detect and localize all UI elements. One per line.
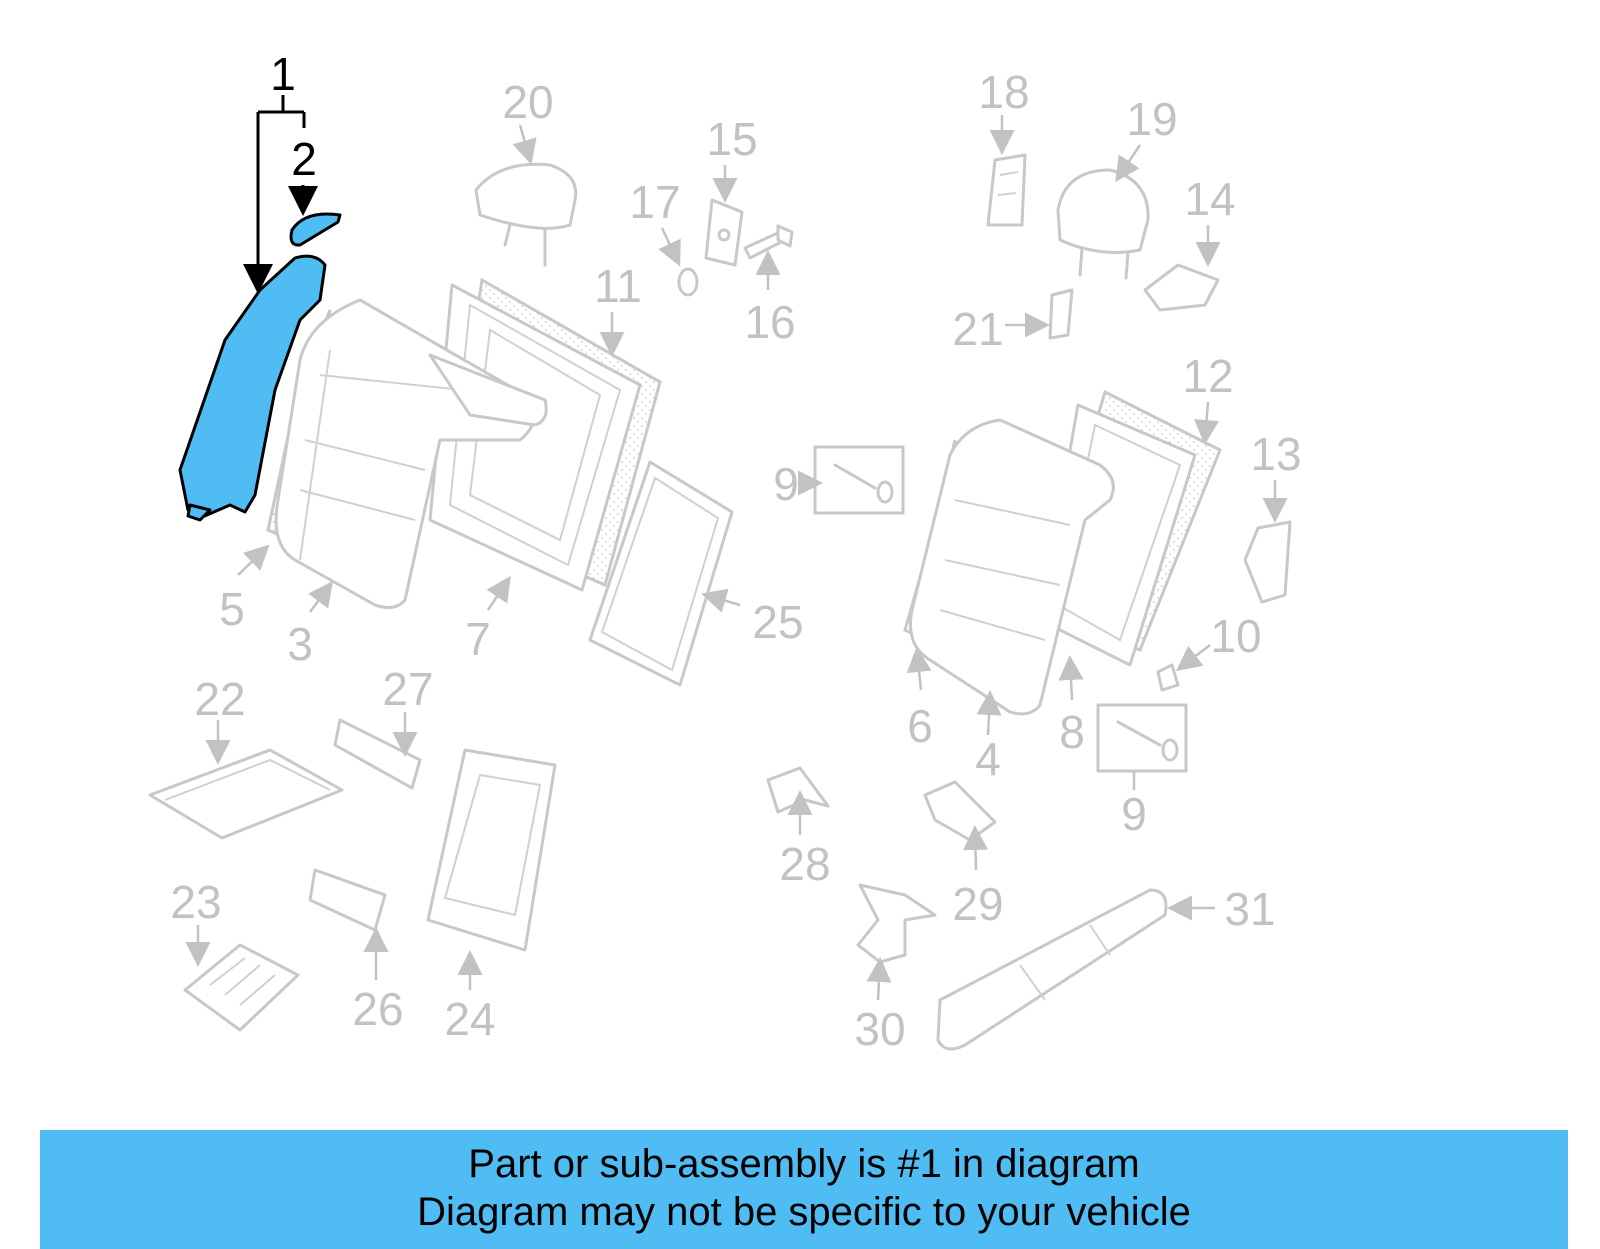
callout-21: 21: [952, 303, 1003, 355]
callout-25: 25: [752, 596, 803, 648]
seat-cover-25: [588, 460, 734, 687]
callout-8: 8: [1059, 706, 1085, 758]
callout-24: 24: [444, 993, 495, 1045]
cupholder-23: [183, 943, 300, 1032]
callout-26: 26: [352, 983, 403, 1035]
callout-28: 28: [779, 838, 830, 890]
callout-14: 14: [1184, 173, 1235, 225]
strip-27: [333, 718, 422, 790]
callout-29: 29: [952, 878, 1003, 930]
callout-18: 18: [978, 66, 1029, 118]
washer-17: [677, 267, 699, 297]
cover-14: [1143, 263, 1220, 312]
callout-9-lower: 9: [1121, 788, 1147, 840]
callout-17: 17: [629, 176, 680, 228]
callout-4: 4: [975, 733, 1001, 785]
callout-1: 1: [270, 48, 296, 100]
trim-13: [1243, 520, 1292, 604]
headrest-19: [1056, 168, 1150, 280]
trim-26: [308, 868, 387, 932]
callout-19: 19: [1126, 93, 1177, 145]
callout-13: 13: [1250, 428, 1301, 480]
cover-31: [936, 888, 1168, 1051]
guide-18: [986, 153, 1027, 227]
seat-back-cushion-3: [266, 298, 548, 610]
bolt-16: [743, 224, 794, 260]
callout-27: 27: [382, 663, 433, 715]
callout-30: 30: [854, 1003, 905, 1055]
banner-line-2: Diagram may not be specific to your vehi…: [417, 1190, 1191, 1234]
bolt-box-9-upper: [813, 445, 905, 515]
callout-9-upper: 9: [773, 458, 799, 510]
highlighted-part-1: [178, 254, 327, 522]
callout-10: 10: [1210, 610, 1261, 662]
callout-3: 3: [287, 618, 313, 670]
parts-diagram: 1 2 3 4 5 6 7 8 9 9 10 11 12 13 14 15 16…: [148, 48, 1302, 1055]
highlighted-part-2: [289, 212, 342, 247]
info-banner: Part or sub-assembly is #1 in diagram Di…: [40, 1130, 1568, 1249]
headrest-20: [474, 162, 578, 267]
armrest-frame-24: [426, 748, 557, 952]
bracket-15: [704, 198, 744, 267]
callout-7: 7: [465, 613, 491, 665]
callout-labels: 1 2 3 4 5 6 7 8 9 9 10 11 12 13 14 15 16…: [170, 48, 1301, 1055]
callout-16: 16: [744, 296, 795, 348]
callout-6: 6: [907, 700, 933, 752]
callout-15: 15: [706, 113, 757, 165]
callout-5: 5: [219, 583, 245, 635]
leader-lines: [185, 95, 1288, 1001]
bracket-30: [856, 883, 937, 964]
guide-21: [1048, 288, 1074, 340]
cover-28: [766, 766, 830, 814]
callout-31: 31: [1224, 883, 1275, 935]
callout-22: 22: [194, 673, 245, 725]
callout-20: 20: [502, 76, 553, 128]
bolt-box-9-lower: [1096, 703, 1188, 773]
clip-10: [1156, 663, 1180, 692]
callout-12: 12: [1182, 350, 1233, 402]
callout-23: 23: [170, 876, 221, 928]
cover-29: [923, 780, 997, 842]
callout-11: 11: [594, 260, 642, 312]
armrest-22: [148, 748, 344, 840]
callout-2: 2: [291, 133, 317, 185]
banner-line-1: Part or sub-assembly is #1 in diagram: [468, 1142, 1140, 1186]
